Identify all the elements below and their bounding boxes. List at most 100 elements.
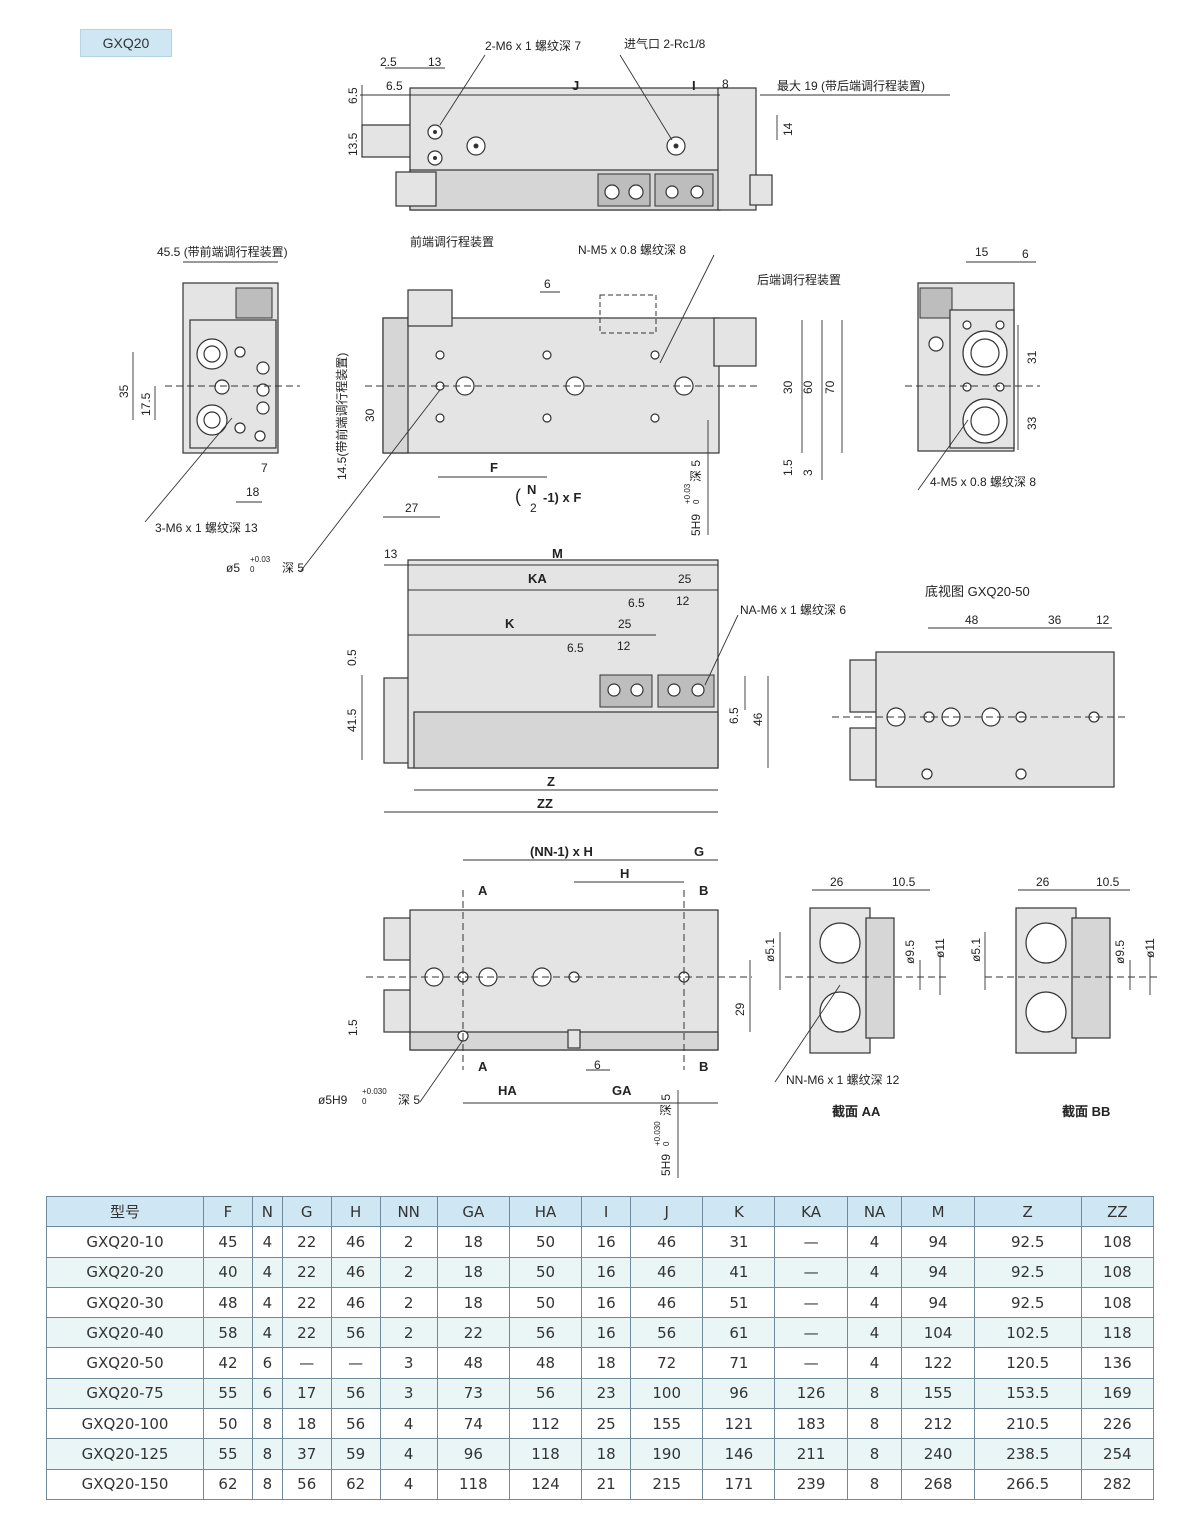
dim-12-b: 12 (617, 639, 631, 653)
formula-rest: -1) x F (543, 490, 581, 505)
value-cell: 268 (901, 1468, 975, 1500)
value-cell: 18 (581, 1347, 632, 1379)
value-cell: 169 (1080, 1377, 1155, 1410)
technical-drawing: 2.5 13 6.5 J I 8 2-M6 x 1 螺纹深 7 进气口 2-Rc… (117, 36, 1158, 1178)
value-cell: 108 (1080, 1286, 1155, 1319)
section-marker-a-bottom: A (478, 1059, 488, 1074)
dim-6-5-d: 6.5 (727, 707, 741, 724)
value-cell: 92.5 (973, 1226, 1082, 1258)
header-H: H (330, 1195, 381, 1228)
value-cell: 56 (508, 1317, 583, 1349)
value-cell: 100 (630, 1377, 704, 1410)
value-cell: 4 (379, 1468, 438, 1500)
dim-phi11-a: ø11 (933, 938, 947, 958)
header-HA: HA (508, 1195, 583, 1228)
value-cell: 96 (702, 1377, 776, 1410)
value-cell: 55 (203, 1438, 253, 1470)
dim-12-a: 12 (676, 594, 690, 608)
value-cell: 22 (281, 1256, 332, 1288)
value-cell: 46 (330, 1286, 381, 1319)
value-cell: 8 (251, 1438, 283, 1470)
value-cell: 21 (581, 1468, 632, 1500)
value-cell: 4 (379, 1438, 438, 1470)
value-cell: 59 (330, 1438, 381, 1470)
value-cell: 94 (901, 1256, 975, 1288)
section-marker-b-top: B (699, 883, 708, 898)
dim-6-5: 6.5 (386, 79, 403, 93)
value-cell: 92.5 (973, 1286, 1082, 1319)
dim-18: 18 (246, 485, 260, 499)
value-cell: 122 (901, 1347, 975, 1379)
value-cell: 18 (436, 1226, 510, 1258)
dim-60: 60 (801, 380, 815, 394)
value-cell: 126 (774, 1377, 848, 1410)
dim-29: 29 (733, 1002, 747, 1016)
value-cell: 4 (379, 1408, 438, 1440)
model-cell: GXQ20-50 (46, 1347, 204, 1379)
model-badge: GXQ20 (80, 29, 172, 57)
dim-25-a: 25 (678, 572, 692, 586)
dim-12-c: 12 (1096, 613, 1110, 627)
section-bb: 26 10.5 ø5.1 ø9.5 ø11 截面 BB (969, 875, 1158, 1119)
header-G: G (281, 1195, 332, 1228)
value-cell: 2 (379, 1226, 438, 1258)
dim-ZZ: ZZ (537, 796, 553, 811)
value-cell: 73 (436, 1377, 510, 1410)
header-ZZ: ZZ (1080, 1195, 1155, 1228)
value-cell: 8 (846, 1408, 903, 1440)
value-cell: 3 (379, 1347, 438, 1379)
dim-45-5: 45.5 (带前端调行程装置) (157, 244, 288, 259)
value-cell: 61 (702, 1317, 776, 1349)
value-cell: 40 (203, 1256, 253, 1288)
value-cell: 71 (702, 1347, 776, 1379)
value-cell: 2 (379, 1286, 438, 1319)
value-cell: 41 (702, 1256, 776, 1288)
value-cell: 62 (330, 1468, 381, 1500)
value-cell: 16 (581, 1226, 632, 1258)
value-cell: 22 (281, 1286, 332, 1319)
tolerance-upper-2: +0.03 (683, 483, 692, 504)
model-cell: GXQ20-125 (46, 1438, 204, 1470)
value-cell: 4 (846, 1226, 903, 1258)
bottom-view-title: 底视图 GXQ20-50 (925, 584, 1030, 599)
value-cell: 266.5 (973, 1468, 1082, 1500)
value-cell: 56 (330, 1377, 381, 1410)
dim-phi11-b: ø11 (1143, 938, 1157, 958)
model-cell: GXQ20-30 (46, 1286, 204, 1319)
callout-m5-right: 4-M5 x 0.8 螺纹深 8 (930, 475, 1036, 489)
value-cell: 4 (846, 1317, 903, 1349)
value-cell: 4 (846, 1256, 903, 1288)
value-cell: 23 (581, 1377, 632, 1410)
dim-I: I (692, 78, 696, 93)
value-cell: 18 (436, 1256, 510, 1288)
callout-phi5: ø5 (226, 561, 240, 575)
dim-35: 35 (117, 384, 131, 398)
value-cell: 94 (901, 1226, 975, 1258)
dim-7: 7 (261, 461, 268, 475)
value-cell: 124 (508, 1468, 583, 1500)
dim-F: F (490, 460, 498, 475)
value-cell: 3 (379, 1377, 438, 1410)
table-header-row: 型号 F N G H NN GA HA I J K KA NA M Z ZZ (46, 1195, 1155, 1228)
dim-6-5-b: 6.5 (628, 596, 645, 610)
value-cell: — (774, 1317, 848, 1349)
value-cell: 22 (281, 1226, 332, 1258)
value-cell: 17 (281, 1377, 332, 1410)
dim-6-5-c: 6.5 (567, 641, 584, 655)
value-cell: — (774, 1256, 848, 1288)
model-cell: GXQ20-75 (46, 1377, 204, 1410)
dim-13-5: 13.5 (346, 132, 360, 156)
value-cell: 4 (251, 1317, 283, 1349)
value-cell: 48 (203, 1286, 253, 1319)
value-cell: 56 (630, 1317, 704, 1349)
value-cell: 94 (901, 1286, 975, 1319)
header-N: N (251, 1195, 283, 1228)
value-cell: 4 (846, 1347, 903, 1379)
dim-70: 70 (823, 380, 837, 394)
